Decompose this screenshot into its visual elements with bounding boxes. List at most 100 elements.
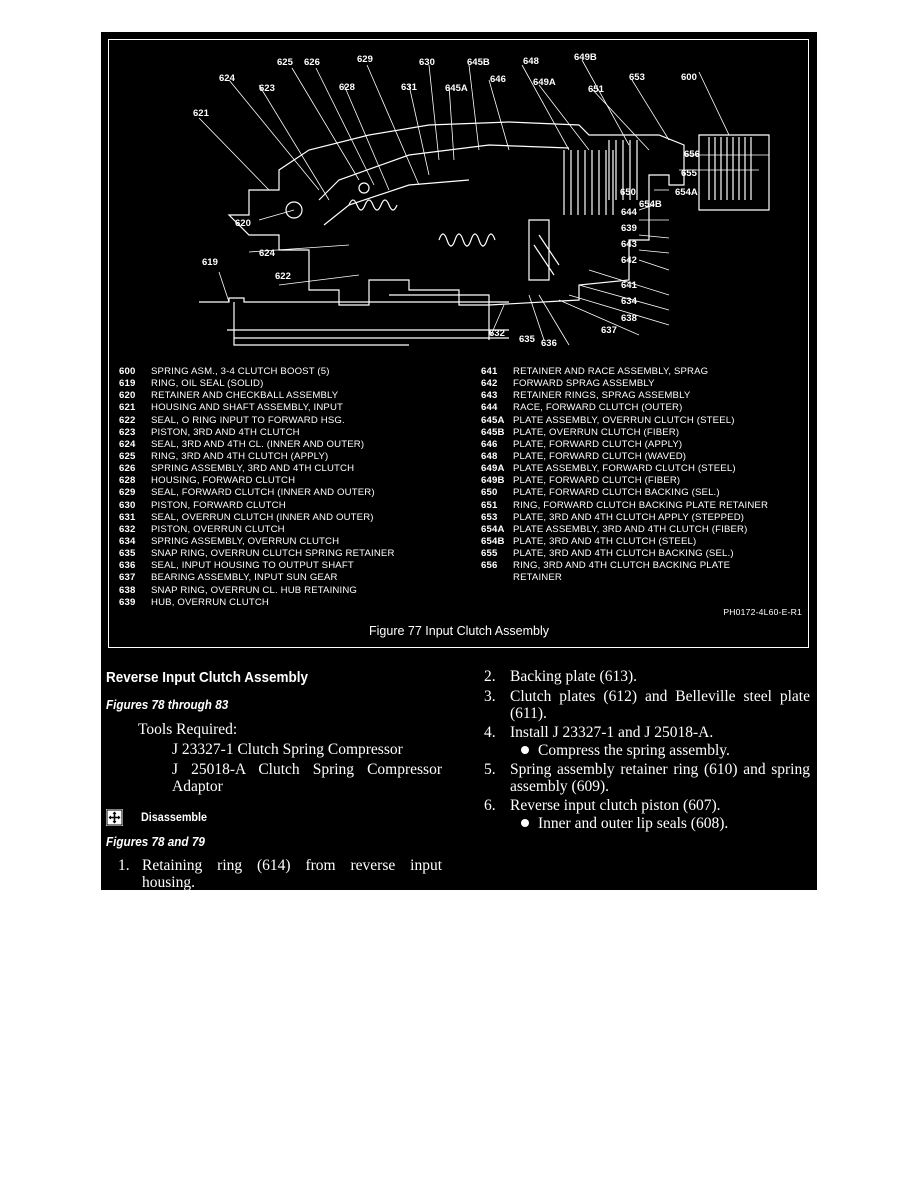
legend-part-description: RETAINER AND CHECKBALL ASSEMBLY (151, 390, 339, 402)
legend-part-number: 649A (481, 463, 505, 475)
legend-part-number: 634 (119, 535, 136, 547)
leader-lines (198, 59, 769, 346)
legend-part-description: RETAINER (513, 572, 562, 584)
callout-638: 638 (621, 313, 637, 324)
legend-part-number: 645B (481, 426, 505, 438)
step-1-number: 1. (118, 857, 130, 874)
step-1-text-cont: housing. (142, 874, 195, 891)
legend-part-description: HOUSING AND SHAFT ASSEMBLY, INPUT (151, 402, 344, 414)
callout-632: 632 (489, 328, 505, 339)
legend-row: 643 RETAINER RINGS, SPRAG ASSEMBLY (481, 390, 768, 402)
callout-650: 650 (620, 187, 636, 198)
legend-part-description: SNAP RING, OVERRUN CLUTCH SPRING RETAINE… (151, 548, 395, 560)
legend-part-number: 632 (119, 523, 136, 535)
legend-row: 651 RING, FORWARD CLUTCH BACKING PLATE RE… (481, 500, 768, 512)
callout-654B: 654B (639, 199, 662, 210)
callout-644: 644 (621, 207, 638, 218)
callout-621: 621 (193, 108, 210, 119)
legend-part-description: SPRING ASM., 3-4 CLUTCH BOOST (5) (151, 366, 330, 377)
step-4-bullet-text: Compress the spring assembly. (538, 742, 730, 759)
legend-part-number: 639 (119, 596, 136, 608)
clutch-plates (563, 134, 770, 215)
callout-656: 656 (684, 149, 700, 160)
step-6-text: Reverse input clutch piston (607). (510, 797, 721, 814)
legend-part-description: RING, FORWARD CLUTCH BACKING PLATE RETAI… (513, 499, 769, 511)
legend-part-number: 636 (119, 560, 136, 572)
legend-part-number: 620 (119, 390, 136, 402)
tool-item-1: J 23327-1 Clutch Spring Compressor (172, 741, 403, 758)
callout-642: 642 (621, 255, 637, 266)
legend-part-number: 619 (119, 378, 136, 390)
legend-part-number: 656 (481, 560, 498, 572)
legend-part-description: SEAL, 3RD AND 4TH CL. (INNER AND OUTER) (151, 438, 365, 450)
legend-part-number: 655 (481, 548, 498, 560)
tool-item-2: J 25018-A Clutch Spring Compressor (172, 761, 442, 778)
legend-part-number: 650 (481, 487, 498, 499)
step-3-text: Clutch plates (612) and Belleville steel… (510, 688, 810, 705)
legend-part-number: 622 (119, 414, 136, 426)
spring-626 (348, 199, 398, 211)
legend-part-number: 643 (481, 390, 498, 402)
legend-part-description: SEAL, OVERRUN CLUTCH (INNER AND OUTER) (151, 511, 374, 523)
step-4-number: 4. (484, 724, 496, 741)
legend-row: 619 RING, OIL SEAL (SOLID) (119, 378, 395, 390)
legend-part-description: RING, 3RD AND 4TH CLUTCH (APPLY) (151, 450, 329, 462)
legend-part-description: HUB, OVERRUN CLUTCH (151, 596, 269, 608)
legend-part-description: RING, OIL SEAL (SOLID) (151, 378, 264, 390)
figure-code: PH0172-4L60-E-R1 (723, 607, 802, 617)
legend-part-description: PLATE, 3RD AND 4TH CLUTCH APPLY (STEPPED… (513, 511, 745, 523)
callout-628: 628 (339, 82, 355, 93)
callout-645B: 645B (467, 57, 490, 68)
callout-631: 631 (401, 82, 418, 93)
legend-part-number: 648 (481, 450, 498, 462)
housing-outline (227, 121, 685, 306)
legend-part-description: SPRING ASSEMBLY, OVERRUN CLUTCH (151, 535, 340, 547)
callout-637: 637 (601, 325, 617, 336)
callout-624: 624 (219, 73, 236, 84)
callout-649B: 649B (574, 52, 597, 63)
legend-part-description: PLATE, 3RD AND 4TH CLUTCH BACKING (SEL.) (513, 548, 734, 560)
step-3-text-cont: (611). (510, 705, 547, 722)
bullet-icon (521, 746, 529, 754)
legend-part-number: 600 (119, 366, 136, 377)
figure-frame: 625 626 629 630 645B 648 649B 624 623 62… (108, 39, 809, 648)
callout-648: 648 (523, 56, 539, 67)
legend-part-description: PLATE, 3RD AND 4TH CLUTCH (STEEL) (513, 535, 697, 547)
callout-623: 623 (259, 83, 275, 94)
legend-part-description: RACE, FORWARD CLUTCH (OUTER) (513, 402, 683, 414)
legend-part-number: 653 (481, 511, 498, 523)
legend-part-number: 623 (119, 426, 136, 438)
legend-part-description: RETAINER AND RACE ASSEMBLY, SPRAG (513, 366, 709, 377)
callout-651: 651 (588, 84, 605, 95)
legend-part-description: PLATE, FORWARD CLUTCH (FIBER) (513, 475, 681, 487)
callout-655: 655 (681, 168, 698, 179)
legend-part-number: 625 (119, 450, 136, 462)
legend-part-number: 626 (119, 463, 136, 475)
step-2-text: Backing plate (613). (510, 668, 637, 685)
legend-part-description: FORWARD SPRAG ASSEMBLY (513, 378, 655, 390)
legend-part-number: 645A (481, 414, 505, 426)
legend-part-number: 651 (481, 499, 498, 511)
legend-part-number: 641 (481, 366, 498, 377)
step-5-text-cont: assembly (609). (510, 778, 610, 795)
step-2-number: 2. (484, 668, 496, 685)
legend-part-number: 638 (119, 584, 136, 596)
legend-row: 653 PLATE, 3RD AND 4TH CLUTCH APPLY (STEP… (481, 512, 768, 524)
spring-634 (438, 233, 496, 247)
legend-row: 620 RETAINER AND CHECKBALL ASSEMBLY (119, 390, 395, 402)
step-6-number: 6. (484, 797, 496, 814)
legend-part-description: RETAINER RINGS, SPRAG ASSEMBLY (513, 390, 691, 402)
